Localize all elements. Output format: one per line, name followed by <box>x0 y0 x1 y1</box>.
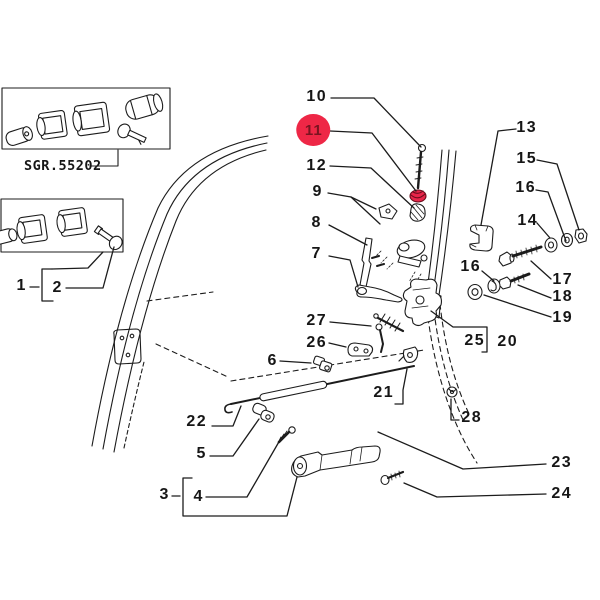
part-spring <box>374 314 403 331</box>
part-label-4[interactable]: 4 <box>193 488 204 505</box>
part-label-27[interactable]: 27 <box>306 312 328 329</box>
part-washer-14 <box>545 238 557 252</box>
part-label-14[interactable]: 14 <box>517 212 539 229</box>
part-label-1[interactable]: 1 <box>16 277 27 294</box>
part-label-16a[interactable]: 16 <box>515 179 537 196</box>
part-label-12[interactable]: 12 <box>306 157 328 174</box>
part-label-9[interactable]: 9 <box>312 183 323 200</box>
part-bolt-long <box>499 245 541 266</box>
part-label-22[interactable]: 22 <box>186 413 208 430</box>
part-label-20[interactable]: 20 <box>497 333 519 350</box>
part-retainer-ring <box>447 387 457 397</box>
part-label-17[interactable]: 17 <box>552 271 574 288</box>
part-label-13[interactable]: 13 <box>516 119 538 136</box>
part-label-3[interactable]: 3 <box>159 486 170 503</box>
part-grommet-highlighted <box>410 190 426 202</box>
part-label-8[interactable]: 8 <box>311 214 322 231</box>
part-label-16b[interactable]: 16 <box>460 258 482 275</box>
part-label-21[interactable]: 21 <box>373 384 395 401</box>
part-label-26[interactable]: 26 <box>306 334 328 351</box>
part-bracket-clip <box>348 343 373 356</box>
leader-lines <box>30 98 579 516</box>
part-label-18[interactable]: 18 <box>552 288 574 305</box>
part-label-6[interactable]: 6 <box>267 352 278 369</box>
part-small-link <box>376 324 383 352</box>
part-label-25[interactable]: 25 <box>464 332 486 349</box>
part-label-15[interactable]: 15 <box>516 150 538 167</box>
part-rod-clip <box>313 356 332 373</box>
lock-kit-box-2 <box>0 199 125 252</box>
part-double-clip <box>252 402 276 423</box>
part-washer-16-lower <box>488 279 500 293</box>
part-striker <box>470 225 493 251</box>
part-rod-end-clip <box>399 347 418 362</box>
lock-kit-box <box>2 88 170 166</box>
part-handle-assembly <box>292 446 381 477</box>
part-label-23[interactable]: 23 <box>551 454 573 471</box>
part-label-10[interactable]: 10 <box>306 88 328 105</box>
part-control-rod <box>225 366 414 413</box>
part-label-2[interactable]: 2 <box>52 279 63 296</box>
part-inner-handle-lever <box>355 285 402 302</box>
part-label-24[interactable]: 24 <box>551 485 573 502</box>
part-handle-screw <box>381 471 403 485</box>
part-nut <box>575 229 587 243</box>
kit-code-label: SGR.55202 <box>24 158 102 174</box>
part-label-5[interactable]: 5 <box>196 445 207 462</box>
part-label-7[interactable]: 7 <box>311 245 322 262</box>
part-washer-19 <box>468 285 482 300</box>
part-label-28[interactable]: 28 <box>461 409 483 426</box>
part-label-11-highlighted[interactable]: 11 <box>296 114 330 146</box>
part-label-19[interactable]: 19 <box>552 309 574 326</box>
part-cylinder-lever <box>379 204 397 219</box>
